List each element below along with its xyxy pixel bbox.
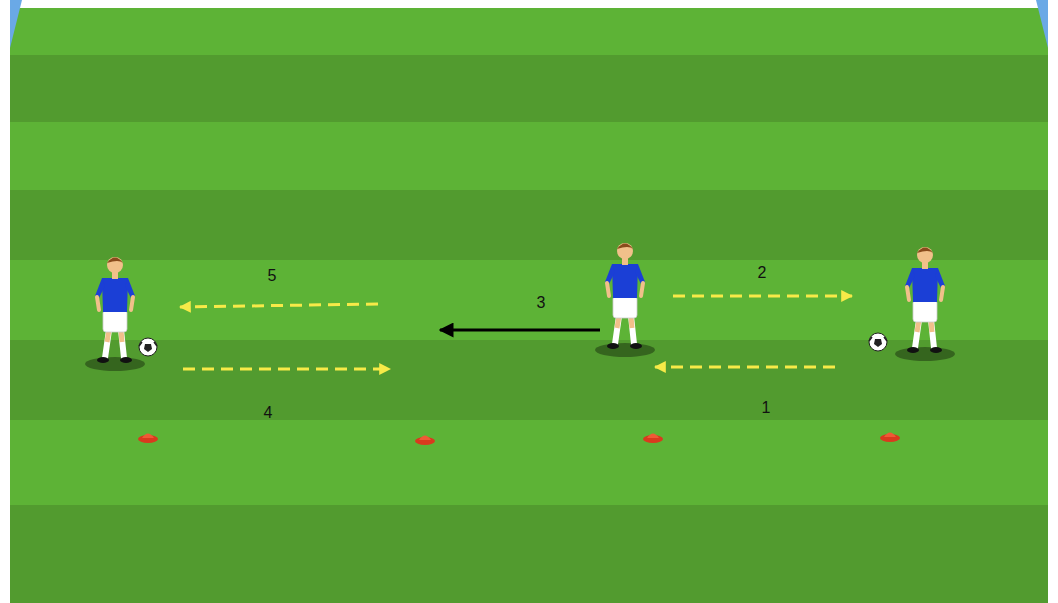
callout-number: 5: [268, 268, 277, 284]
balls: [139, 333, 887, 356]
callout-number: 3: [537, 295, 546, 311]
cones: [138, 433, 900, 446]
callout-number: 2: [758, 265, 767, 281]
callout-number: 4: [264, 405, 273, 421]
players: [85, 243, 955, 371]
pass-arrows: [180, 296, 852, 369]
pitch-ground: [10, 0, 1048, 603]
callout-number: 1: [762, 400, 771, 416]
